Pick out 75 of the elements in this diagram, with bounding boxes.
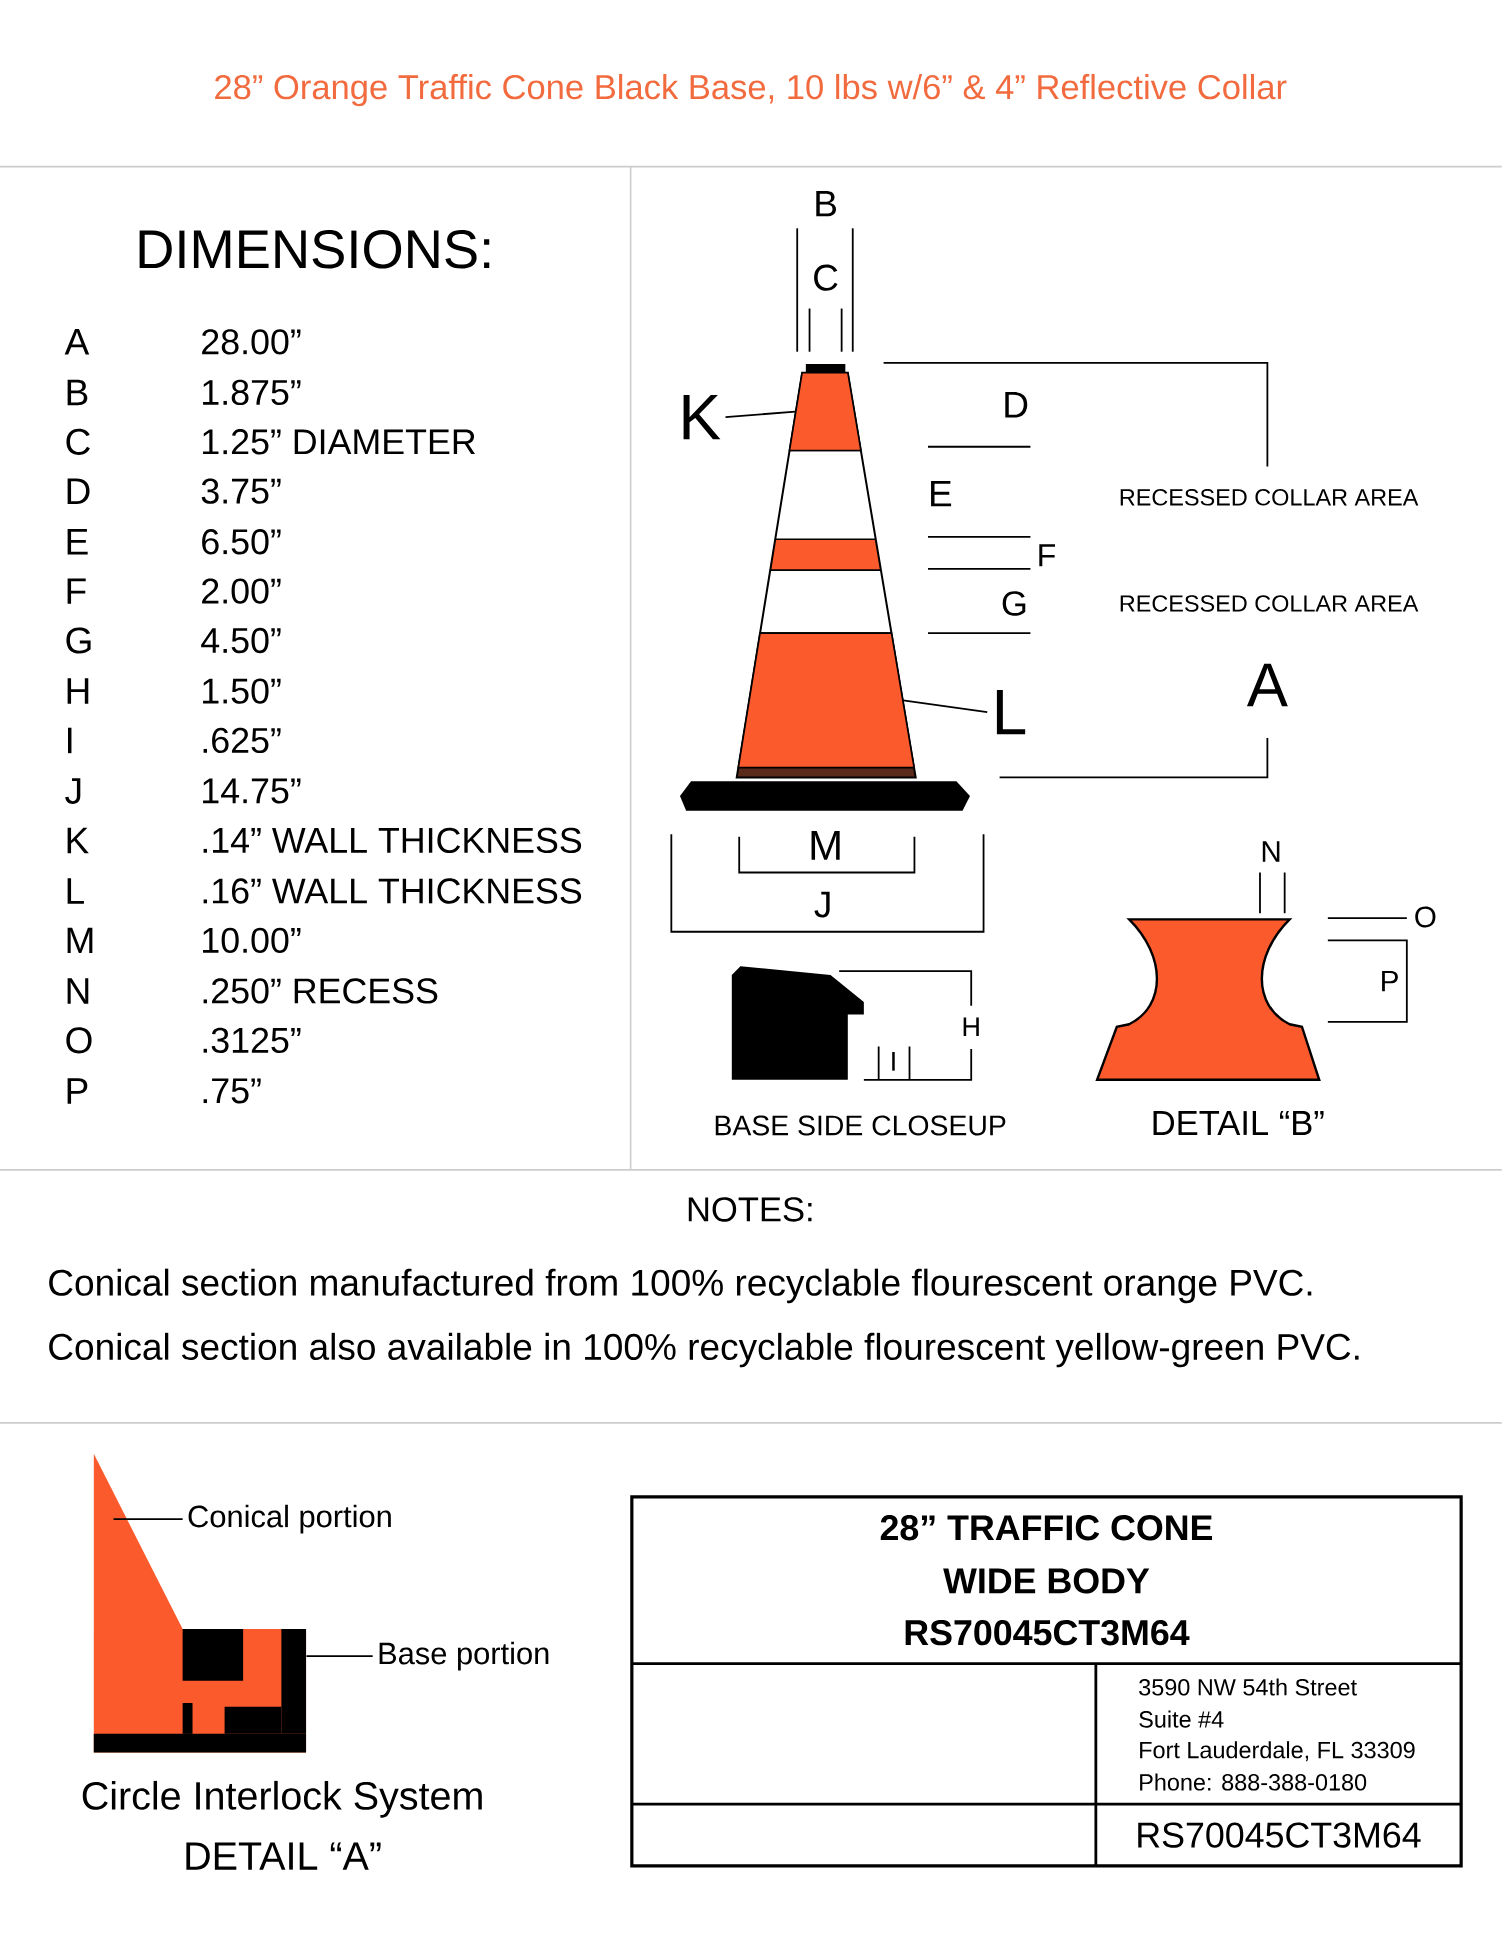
dimension-value: .250” RECESS	[203, 978, 438, 1004]
note-text: Conical section manufactured from 100% recyclable flourescent orange PVC.	[49, 1268, 1312, 1304]
heading: NOTES:	[688, 1197, 812, 1222]
dimension-letter: H	[67, 678, 89, 704]
dimension-letter: O	[1415, 906, 1436, 928]
caption: DETAIL “B”	[1153, 1111, 1324, 1135]
part-number: RS70045CT3M64	[1138, 1822, 1421, 1848]
dimension-letter: D	[1005, 392, 1028, 418]
leader-line	[305, 1655, 374, 1657]
dimension-letter: N	[67, 978, 89, 1004]
cone-band	[788, 371, 862, 452]
dimension-value: .16” WALL THICKNESS	[203, 878, 582, 904]
caption: BASE SIDE CLOSEUP	[715, 1115, 1006, 1136]
title-block-text: WIDE BODY	[943, 1568, 1150, 1594]
dimension-letter: O	[66, 1027, 92, 1054]
dimension-letter: N	[1262, 841, 1280, 862]
dimension-letter: A	[64, 329, 90, 355]
dimension-value: 14.75”	[203, 778, 301, 804]
dimension-letter: G	[1002, 591, 1026, 616]
dimension-letter: D	[67, 478, 90, 504]
dimension-letter: F	[67, 578, 86, 604]
dimension-value: .625”	[203, 727, 281, 754]
dimension-value: 28.00”	[202, 329, 301, 355]
callout-letter: L	[996, 690, 1026, 735]
dimension-letter: I	[892, 1052, 895, 1071]
dimension-letter: B	[816, 190, 837, 217]
dimension-letter: J	[814, 891, 830, 918]
callout-text: RECESSED COLLAR AREA	[1120, 489, 1419, 506]
dimension-letter: L	[67, 878, 84, 904]
dimension-letter: C	[814, 264, 838, 291]
dimension-letter: B	[67, 379, 88, 406]
dimension-letter: M	[67, 927, 93, 954]
address-text: 3590 NW 54th Street	[1139, 1678, 1357, 1696]
dimension-letter: E	[67, 529, 88, 555]
callout-text: Conical portion	[188, 1504, 391, 1534]
dimension-value: 4.50”	[201, 627, 281, 654]
title-block-text: 28” TRAFFIC CONE	[880, 1515, 1213, 1541]
dimension-value: 1.50”	[203, 678, 281, 704]
dimension-value: 6.50”	[202, 529, 281, 555]
callout-letter: K	[683, 395, 721, 440]
dimension-value: .14” WALL THICKNESS	[203, 827, 582, 854]
callout-text: Base portion	[379, 1641, 549, 1671]
address-text: Fort Lauderdale, FL 33309	[1140, 1741, 1415, 1762]
dimension-value: .3125”	[203, 1027, 301, 1053]
leader-line	[112, 1518, 184, 1521]
dimension-letter: H	[963, 1017, 979, 1037]
dimension-letter: J	[65, 778, 81, 804]
leader-line	[724, 410, 797, 418]
dimension-value: 2.00”	[202, 578, 281, 604]
dimension-letter: P	[67, 1078, 88, 1104]
dimension-letter: E	[931, 480, 952, 507]
caption: DETAIL “A”	[186, 1842, 381, 1870]
dimension-value: 3.75”	[201, 478, 281, 504]
leader-line	[902, 699, 989, 713]
dimension-letter: I	[68, 727, 72, 754]
dimension-letter: G	[66, 627, 91, 654]
dimension-value: .75”	[203, 1078, 261, 1104]
callout-text: RECESSED COLLAR AREA	[1120, 595, 1419, 612]
title-block-text: RS70045CT3M64	[905, 1619, 1190, 1646]
dimension-letter: F	[1039, 544, 1056, 567]
address-text: Suite #4	[1139, 1710, 1224, 1728]
dimension-letter: C	[66, 428, 90, 455]
dimension-value: 10.00”	[203, 927, 301, 954]
dimension-letter: A	[1247, 663, 1288, 707]
title: 28” Orange Traffic Cone Black Base, 10 lbs w/6” & 4” Reflective Collar	[215, 73, 1287, 107]
heading: DIMENSIONS:	[139, 230, 490, 269]
dimension-value: 1.875”	[203, 379, 301, 406]
dimension-letter: P	[1382, 970, 1398, 992]
dimension-value: 1.25” DIAMETER	[203, 429, 476, 455]
dimension-letter: K	[67, 827, 89, 854]
cone-band	[737, 632, 916, 769]
address-text: Phone: 888-388-0180	[1140, 1773, 1367, 1791]
note-text: Conical section also available in 100% recyclable flourescent yellow-green PVC.	[49, 1332, 1359, 1368]
dimension-letter: M	[811, 830, 840, 860]
base-portion-drawing	[93, 1628, 307, 1753]
